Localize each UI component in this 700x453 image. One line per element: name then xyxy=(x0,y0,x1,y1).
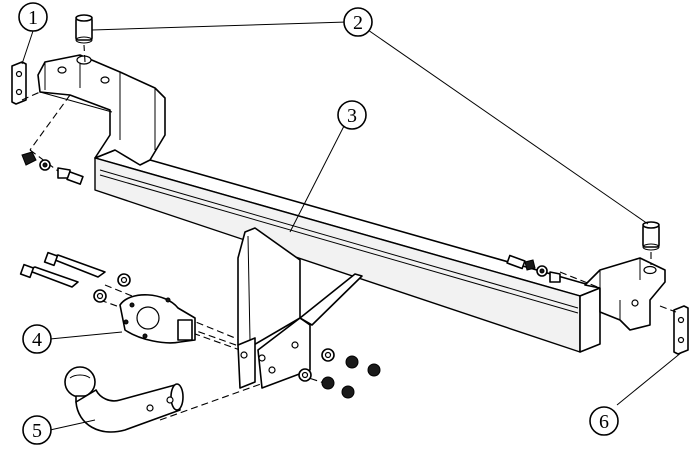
callout-6: 6 xyxy=(589,406,619,436)
electric-socket-plate xyxy=(119,294,196,344)
callout-2: 2 xyxy=(343,7,373,37)
reinforcement-plate-right xyxy=(673,305,689,355)
spacer-bushing-right xyxy=(642,221,660,251)
callout-4-label: 4 xyxy=(32,329,42,351)
reinforcement-plate-left xyxy=(11,61,27,105)
right-side-bracket xyxy=(584,257,666,331)
callout-3-label: 3 xyxy=(347,105,357,127)
callout-5-label: 5 xyxy=(32,420,42,442)
callout-5: 5 xyxy=(22,415,52,445)
left-bolt-set xyxy=(21,151,84,185)
callout-3: 3 xyxy=(337,100,367,130)
callout-4: 4 xyxy=(22,324,52,354)
mounting-plates xyxy=(237,227,363,389)
long-bolts xyxy=(19,251,131,303)
tow-ball-neck xyxy=(64,366,184,433)
callout-6-label: 6 xyxy=(599,411,609,433)
callout-2-label: 2 xyxy=(353,12,363,34)
left-side-bracket xyxy=(37,54,166,166)
centre-fasteners xyxy=(298,348,381,399)
right-bolt-set xyxy=(506,254,561,283)
leader-lines xyxy=(21,21,683,431)
callout-1: 1 xyxy=(18,2,48,32)
cross-beam xyxy=(94,149,601,353)
callout-1-label: 1 xyxy=(28,7,38,29)
spacer-bushing-left xyxy=(75,14,93,44)
